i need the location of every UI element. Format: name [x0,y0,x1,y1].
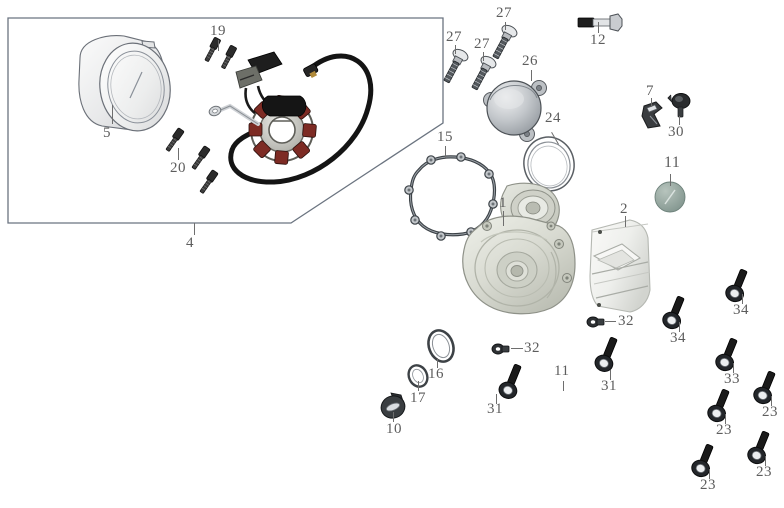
leader-31-a [496,394,497,404]
callout-label-23-c: 23 [700,477,716,493]
part-flange-bolt-34-a [659,295,689,337]
part-flange-bolt-23-c [688,443,718,485]
part-flange-bolt-23-a [704,388,734,430]
part-oil-seal-cap-10 [378,390,412,424]
part-left-crankcase-cover-1 [455,182,595,322]
leader-23-a [725,414,726,424]
callout-label-19: 19 [210,23,226,39]
part-flange-bolt-23-d [744,430,774,472]
leader-11-b [563,381,564,391]
callout-label-5: 5 [103,125,111,141]
leader-4 [194,223,195,235]
part-oil-strainer-cap-26 [481,72,553,144]
part-rubber-plug-11 [653,180,687,214]
leader-30 [679,116,680,125]
callout-label-16: 16 [428,366,444,382]
leader-27-a [455,45,456,54]
part-stator-assembly [196,30,376,210]
callout-label-4: 4 [186,235,194,251]
leader-27-b [483,52,484,61]
leader-20 [178,148,179,160]
part-clamp-bolt-30 [666,92,696,122]
callout-label-12: 12 [590,32,606,48]
leader-23-d [765,456,766,466]
callout-label-26: 26 [522,53,538,69]
leader-15 [445,146,446,158]
group-frame-4 [7,17,444,224]
part-flange-bolt-33 [712,337,742,379]
callout-label-2: 2 [620,201,628,217]
callout-label-23-d: 23 [756,464,772,480]
callout-label-27-b: 27 [474,36,490,52]
callout-label-31-a: 31 [487,401,503,417]
part-washer-32-b [586,314,608,330]
leader-31-b [610,370,611,380]
part-o-ring-17 [405,363,431,389]
callout-label-30: 30 [668,124,684,140]
part-bolt-19 [204,37,255,80]
callout-label-23-b: 23 [762,404,778,420]
callout-label-27-a: 27 [446,29,462,45]
part-flange-bolt-27-b [471,55,508,99]
callout-label-32-a: 32 [524,340,540,356]
part-o-ring-24 [521,134,577,194]
leader-34-b [742,294,743,304]
callout-label-7: 7 [646,83,654,99]
callout-label-10: 10 [386,421,402,437]
leader-23-b [771,396,772,406]
part-hex-bolt-12 [576,12,624,38]
callout-label-24: 24 [545,110,561,126]
leader-32-b [605,321,616,322]
part-washer-32-a [491,341,513,357]
part-flange-bolt-27-a [443,48,480,92]
leader-5 [112,105,113,124]
part-oil-seal-16 [424,326,458,366]
leader-1 [503,211,504,226]
leader-16 [437,358,438,368]
callout-label-1: 1 [499,195,507,211]
leader-12 [598,22,599,33]
callout-label-23-a: 23 [716,422,732,438]
callout-label-11-a: 11 [664,154,681,171]
leader-23-c [709,469,710,479]
callout-label-33: 33 [724,371,740,387]
part-flange-bolt-31-a [496,363,526,405]
leader-33 [733,363,734,373]
part-cable-clamp-7 [640,100,670,132]
leader-26 [531,70,532,81]
callout-label-31-b: 31 [601,378,617,394]
callout-label-27-c: 27 [496,5,512,21]
leader-11-a [670,174,671,186]
leader-27-c [505,22,506,30]
callout-label-15: 15 [437,129,453,145]
callout-label-34-b: 34 [733,302,749,318]
part-flange-bolt-31-b [592,336,622,378]
leader-10 [393,412,394,422]
callout-label-32-b: 32 [618,313,634,329]
part-flange-bolt-34-b [722,268,752,310]
part-flange-bolt-23-b [750,370,780,412]
callout-label-11-b: 11 [554,363,570,379]
leader-19 [218,40,219,51]
leader-17 [418,381,419,391]
callout-label-34-a: 34 [670,330,686,346]
part-bolt-20 [165,127,250,210]
part-magneto-rotor-flywheel [58,32,188,147]
leader-2 [625,216,626,227]
leader-34-a [679,322,680,332]
part-magneto-cover-2 [588,216,654,318]
leader-7 [651,98,652,107]
leader-32-a [511,348,523,349]
callout-label-17: 17 [410,390,426,406]
part-cover-gasket-15 [403,148,501,241]
callout-label-20: 20 [170,160,186,176]
